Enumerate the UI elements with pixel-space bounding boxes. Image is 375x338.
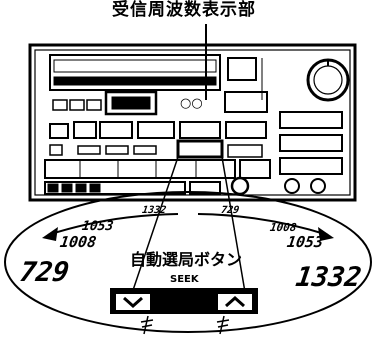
cassette-slot [49,54,221,91]
freq-right-1: 1053 [285,233,325,251]
display-title: 受信周波数表示部 [112,0,256,20]
freq-left-big: 729 [17,257,71,288]
freq-left-1: 1008 [58,233,98,251]
press-mark-left [140,315,154,335]
freq-right-2: 1008 [269,221,298,234]
frequency-display [104,90,158,116]
zoom-oval [4,191,372,333]
zoom-line-left [127,156,179,306]
arrow-right [197,213,329,236]
freq-right-3: 729 [220,205,240,216]
power-button [227,57,257,81]
stereo-unit: ○○ [28,43,357,202]
arrow-left [47,213,179,236]
freq-left-3: 1332 [141,205,167,216]
svg-text:○○: ○○ [180,96,203,111]
freq-left-2: 1053 [80,219,115,234]
zoom-line-right [221,156,247,299]
press-mark-right [216,315,230,335]
chevron-down-icon [123,296,143,309]
freq-right-big: 1332 [293,262,364,293]
seek-button-unit [176,139,224,159]
auto-tune-button-label: 自動選局ボタン [130,250,243,269]
seek-label: SEEK [170,274,199,285]
chevron-up-icon [225,295,245,308]
